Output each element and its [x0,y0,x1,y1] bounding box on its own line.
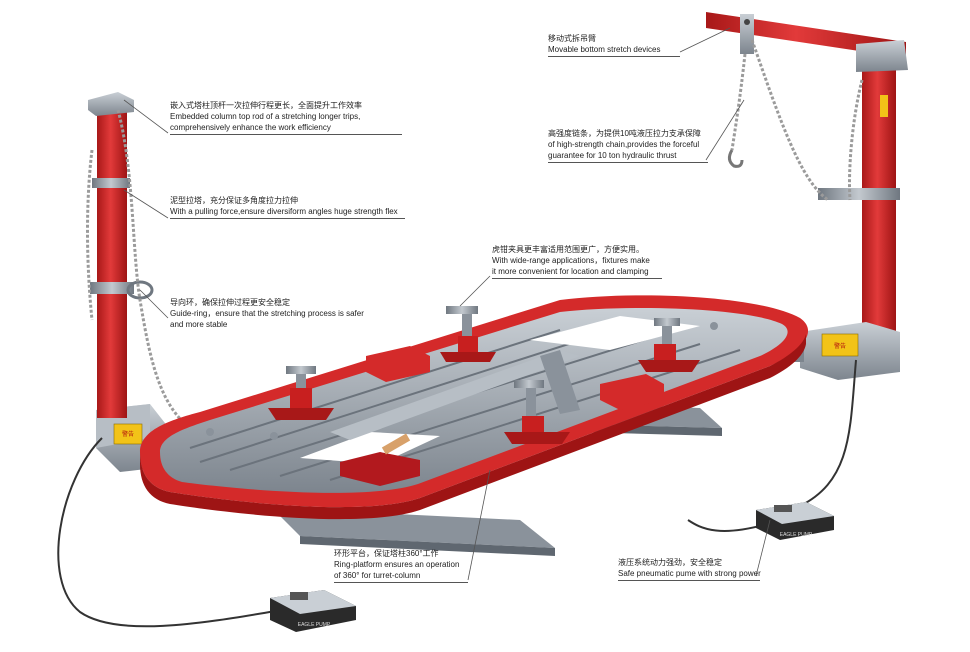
callout-guide-ring-zh: 导向环，确保拉伸过程更安全稳定 [170,298,290,307]
clamp-stand-3 [638,318,700,372]
clamp-stand-1 [268,366,334,420]
callout-fixtures: 虎钳夹具更丰富适用范围更广，方便实用。 With wide-range appl… [492,244,662,279]
callout-rule [548,162,708,163]
callout-rule [492,278,662,279]
callout-chain-en1: of high-strength chain,provides the forc… [548,140,700,149]
callout-pulling-force-en1: With a pulling force,ensure diversiform … [170,207,398,216]
right-pump-label: EAGLE PUMP [780,532,813,538]
red-block-1 [366,346,430,382]
callout-column-top-rod-en2: comprehensively enhance the work efficie… [170,123,331,132]
callout-guide-ring-en2: and more stable [170,320,228,329]
callout-pulling-force-zh: 泥型拉塔，充分保证多角度拉力拉伸 [170,196,298,205]
callout-fixtures-zh: 虎钳夹具更丰富适用范围更广，方便实用。 [492,245,644,254]
callout-ring-platform-en1: Ring-platform ensures an operation [334,560,460,569]
callout-ring-platform: 环形平台，保证塔柱360°工作 Ring-platform ensures an… [334,548,468,583]
callout-guide-ring-en1: Guide-ring，ensure that the stretching pr… [170,309,364,318]
callout-pump: 液压系统动力强劲，安全稳定 Safe pneumatic pume with s… [618,557,761,581]
callout-rule [334,582,468,583]
callout-fixtures-en2: it more convenient for location and clam… [492,267,649,276]
left-tower: 警告 [86,92,197,472]
callout-rule [170,218,405,219]
callout-movable-arm-zh: 移动式拆吊臂 [548,34,596,43]
ring-platform [140,295,809,520]
callout-movable-arm-en1: Movable bottom stretch devices [548,45,661,54]
callout-column-top-rod-zh: 嵌入式塔柱顶杆一次拉伸行程更长，全面提升工作效率 [170,101,362,110]
right-pump: EAGLE PUMP [756,502,834,540]
callout-ring-platform-en2: of 360° for turret-column [334,571,421,580]
callout-movable-arm: 移动式拆吊臂 Movable bottom stretch devices [548,33,680,57]
callout-fixtures-en1: With wide-range applications，fixtures ma… [492,256,650,265]
left-pump-label: EAGLE PUMP [298,622,331,628]
callout-column-top-rod: 嵌入式塔柱顶杆一次拉伸行程更长，全面提升工作效率 Embedded column… [170,100,402,135]
right-warning-label-text: 警告 [834,342,846,350]
callout-guide-ring: 导向环，确保拉伸过程更安全稳定 Guide-ring，ensure that t… [170,297,390,330]
callout-column-top-rod-en1: Embedded column top rod of a stretching … [170,112,361,121]
callout-chain-zh: 高强度链条，为提供10吨液压拉力支承保障 [548,129,701,138]
callout-rule [618,580,760,581]
right-tower: 警告 [706,12,908,380]
callout-rule [548,56,680,57]
clamps [206,306,718,486]
left-warning-label-text: 警告 [122,430,134,438]
callout-pump-zh: 液压系统动力强劲，安全稳定 [618,558,722,567]
left-warning-label [113,423,143,445]
callout-chain-en2: guarantee for 10 ton hydraulic thrust [548,151,677,160]
clamp-stand-4 [504,380,570,444]
callout-pulling-force: 泥型拉塔，充分保证多角度拉力拉伸 With a pulling force,en… [170,195,405,219]
red-block-2 [600,374,664,410]
clamp-stand-2 [440,306,496,362]
callout-chain: 高强度链条，为提供10吨液压拉力支承保障 of high-strength ch… [548,128,708,163]
callout-ring-platform-zh: 环形平台，保证塔柱360°工作 [334,549,439,558]
leader-lines [123,27,771,581]
hydraulic-ram [340,433,420,486]
right-warning-label [821,333,859,357]
callout-pump-en1: Safe pneumatic pume with strong power [618,569,761,578]
left-pump: EAGLE PUMP [270,590,356,632]
callout-rule [170,134,402,135]
